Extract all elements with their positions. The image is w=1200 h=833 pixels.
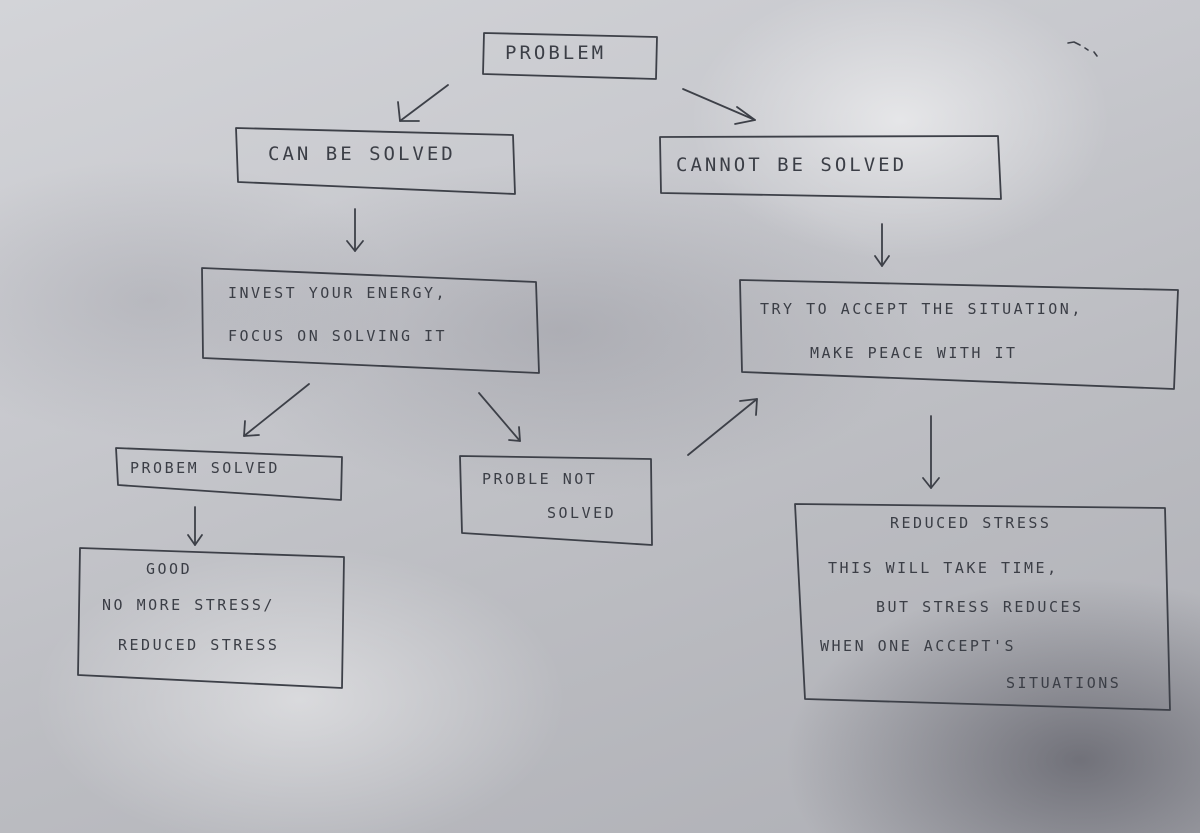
arrow-not-solved-to-accept (687, 398, 758, 456)
reduced-stress-line2: THIS WILL TAKE TIME, (828, 559, 1059, 577)
can-be-solved-box (235, 127, 516, 195)
invest-energy-box (201, 267, 540, 374)
accept-situation-line1: TRY TO ACCEPT THE SITUATION, (760, 300, 1083, 318)
reduced-stress-line5: SITUATIONS (1006, 674, 1122, 692)
accept-situation-box (739, 279, 1179, 390)
invest-energy-line1: INVEST YOUR ENERGY, (228, 284, 448, 302)
problem-not-solved-box (459, 455, 653, 546)
can-be-solved-label: CAN BE SOLVED (268, 143, 456, 165)
reduced-stress-line4: WHEN ONE ACCEPT'S (820, 637, 1017, 655)
arrow-cannot-to-accept (874, 223, 890, 267)
problem-box (482, 32, 658, 80)
good-line1: GOOD (146, 560, 193, 578)
good-line2: NO MORE STRESS/ (102, 596, 275, 614)
invest-energy-line2: FOCUS ON SOLVING IT (228, 327, 448, 345)
problem-not-solved-line1: PROBLE NOT (482, 470, 598, 488)
arrow-can-to-invest (346, 208, 364, 252)
arrow-solved-to-good (187, 506, 203, 546)
problem-solved-box (115, 447, 343, 501)
problem-not-solved-line2: SOLVED (547, 504, 617, 522)
reduced-stress-line1: REDUCED STRESS (890, 514, 1052, 532)
arrow-invest-to-not-solved (478, 392, 521, 442)
good-box (77, 547, 345, 689)
pen-mark (1067, 41, 1098, 57)
arrow-accept-to-reduced (922, 415, 940, 489)
problem-solved-label: PROBEM SOLVED (130, 459, 280, 477)
cannot-be-solved-box (659, 135, 1002, 200)
good-line3: REDUCED STRESS (118, 636, 280, 654)
arrow-invest-to-solved (243, 383, 310, 437)
cannot-be-solved-label: CANNOT BE SOLVED (676, 154, 908, 176)
reduced-stress-box (794, 503, 1171, 711)
problem-label: PROBLEM (505, 42, 607, 64)
arrow-problem-to-cannot (682, 88, 756, 125)
arrow-problem-to-can (397, 84, 449, 122)
reduced-stress-line3: BUT STRESS REDUCES (876, 598, 1084, 616)
accept-situation-line2: MAKE PEACE WITH IT (810, 344, 1018, 362)
